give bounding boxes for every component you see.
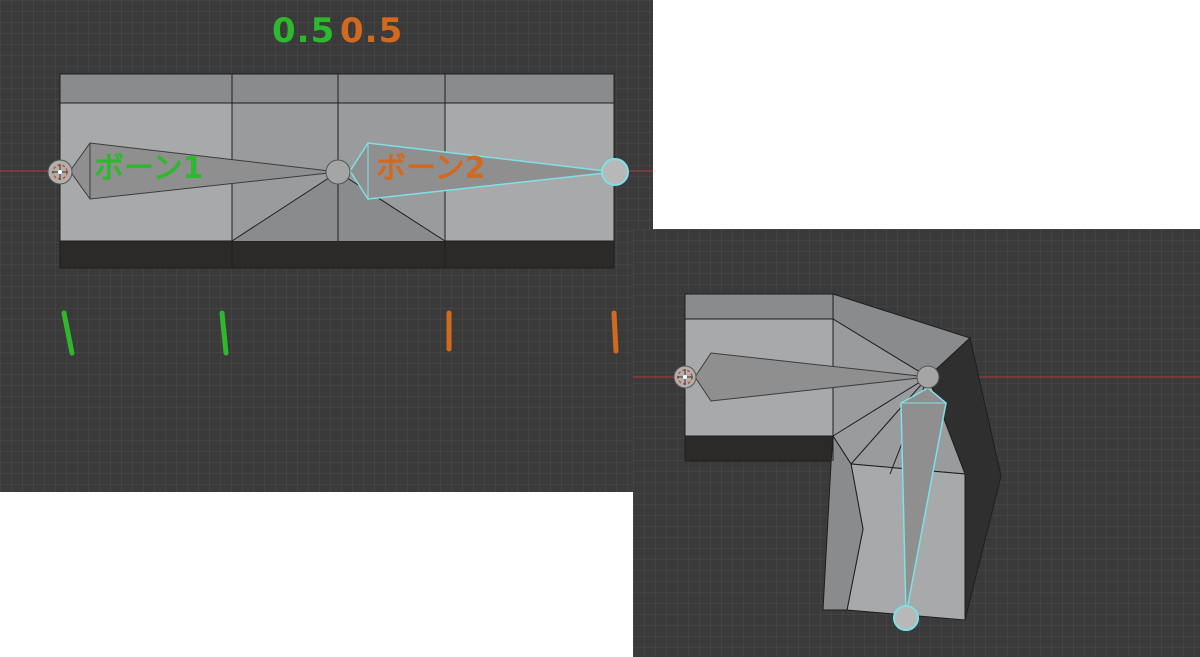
mesh-top-face bbox=[59, 73, 615, 104]
viewport-left-canvas bbox=[0, 73, 653, 356]
viewport-right-canvas bbox=[633, 293, 1200, 631]
bone-2-tail-joint[interactable] bbox=[893, 605, 919, 631]
mesh-edge bbox=[231, 171, 339, 242]
bone-joint[interactable] bbox=[916, 365, 940, 389]
bone-1-weight-label: 0.5 bbox=[272, 11, 336, 51]
3d-cursor-icon bbox=[677, 369, 693, 385]
mesh-object-deformed[interactable] bbox=[684, 293, 1002, 621]
bone-2-weight-label: 0.5 bbox=[340, 11, 404, 51]
3d-cursor-icon bbox=[52, 164, 68, 180]
mesh-bottom-face bbox=[59, 240, 615, 269]
bone-2-tail-joint[interactable] bbox=[601, 158, 629, 186]
viewport-rest-pose[interactable]: 0.5 0.5 ボーン1 ボーン2 bbox=[0, 0, 653, 492]
viewport-posed[interactable] bbox=[633, 229, 1200, 657]
bone-1-name-label: ボーン1 bbox=[94, 151, 204, 186]
vertex-weight-marks bbox=[61, 310, 619, 356]
bone-2-name-label: ボーン2 bbox=[376, 151, 486, 186]
bone-joint[interactable] bbox=[325, 159, 351, 185]
mesh-object[interactable] bbox=[59, 73, 615, 269]
mesh-edge bbox=[337, 171, 446, 242]
